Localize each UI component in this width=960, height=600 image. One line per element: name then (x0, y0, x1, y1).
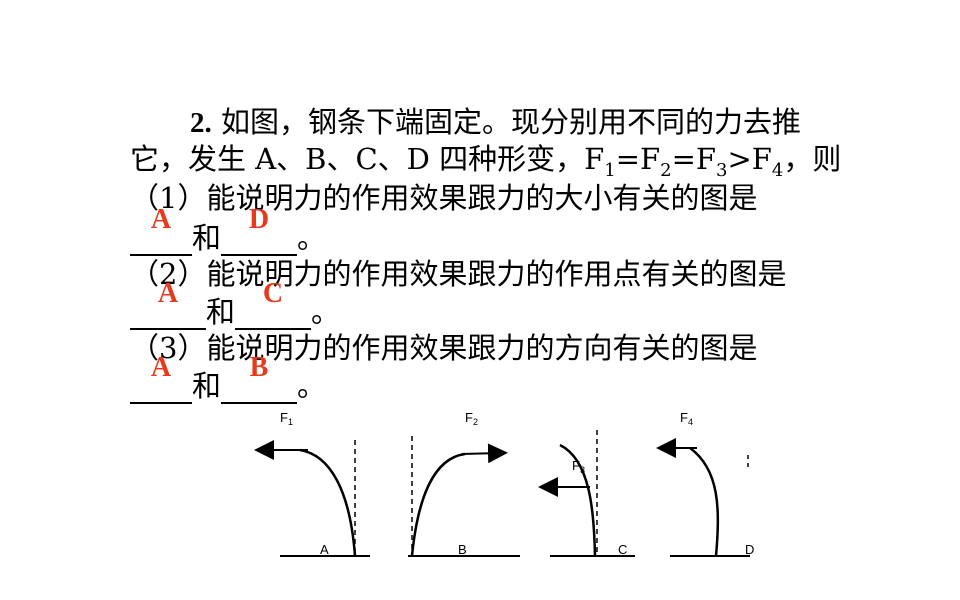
answer-text: D (248, 204, 270, 235)
force-arrow (461, 443, 508, 464)
force-label: F3 (572, 458, 585, 475)
eq-part: ，则 (783, 142, 842, 176)
panel-label: A (320, 542, 329, 557)
force-label: F1 (280, 410, 293, 427)
panel-label: B (458, 542, 467, 557)
answer-blank: D (221, 204, 298, 256)
answer-text: A (150, 204, 172, 235)
answer-blank: B (221, 352, 298, 404)
answer-text: A (150, 352, 172, 383)
sub-question-2: （2）能说明力的作用效果跟力的作用点有关的图是 (130, 256, 786, 292)
period: 。 (311, 295, 341, 329)
panel-c: F3 C (538, 430, 635, 557)
panel-d: F4 D (656, 410, 754, 557)
connector: 和 (192, 221, 222, 255)
intro-text-2: 它，发生 A、B、C、D 四种形变，F (130, 142, 605, 176)
question-number: 2. (190, 107, 212, 139)
subscript-4: 4 (771, 159, 784, 181)
period: 。 (297, 221, 327, 255)
subscript-2: 2 (660, 159, 672, 181)
panel-a: F1 A (254, 410, 370, 557)
panel-b: F2 B (408, 410, 520, 557)
q3-text: （3）能说明力的作用效果跟力的方向有关的图是 (130, 331, 758, 365)
bent-steel-bar (299, 448, 357, 557)
panel-label: D (745, 542, 754, 557)
bent-steel-bar (559, 443, 597, 557)
answer-text: B (249, 352, 269, 383)
answer-blank: C (235, 278, 312, 330)
subscript-1: 1 (604, 159, 616, 181)
sub-question-3: （3）能说明力的作用效果跟力的方向有关的图是 (130, 330, 757, 366)
eq-part: =F (615, 142, 661, 176)
connector: 和 (192, 369, 222, 403)
answer-blank: A (130, 204, 192, 256)
answer-blank: A (130, 352, 192, 404)
force-label: F2 (465, 410, 478, 427)
deformation-figure: F1 A F2 B F3 C F4 D (254, 410, 754, 557)
intro-text-1: 如图，钢条下端固定。现分别用不同的力去推 (220, 105, 801, 139)
answer-text: C (262, 278, 284, 309)
question-line-2: 它，发生 A、B、C、D 四种形变，F1=F2=F3>F4，则 (130, 141, 841, 189)
panel-label: C (618, 542, 627, 557)
subscript-3: 3 (716, 159, 728, 181)
q1-text: （1）能说明力的作用效果跟力的大小有关的图是 (130, 181, 758, 215)
sub-question-1: （1）能说明力的作用效果跟力的大小有关的图是 (130, 180, 757, 216)
question-line-1: 2. 如图，钢条下端固定。现分别用不同的力去推 (190, 104, 801, 141)
q2-text: （2）能说明力的作用效果跟力的作用点有关的图是 (130, 257, 787, 291)
force-label: F4 (680, 410, 693, 427)
answer-blank: A (130, 278, 206, 330)
bent-steel-bar (689, 446, 720, 557)
connector: 和 (206, 295, 236, 329)
period: 。 (297, 369, 327, 403)
answer-text: A (157, 278, 179, 309)
bent-steel-bar (410, 452, 466, 557)
eq-part: >F (727, 142, 772, 176)
eq-part: =F (671, 142, 717, 176)
